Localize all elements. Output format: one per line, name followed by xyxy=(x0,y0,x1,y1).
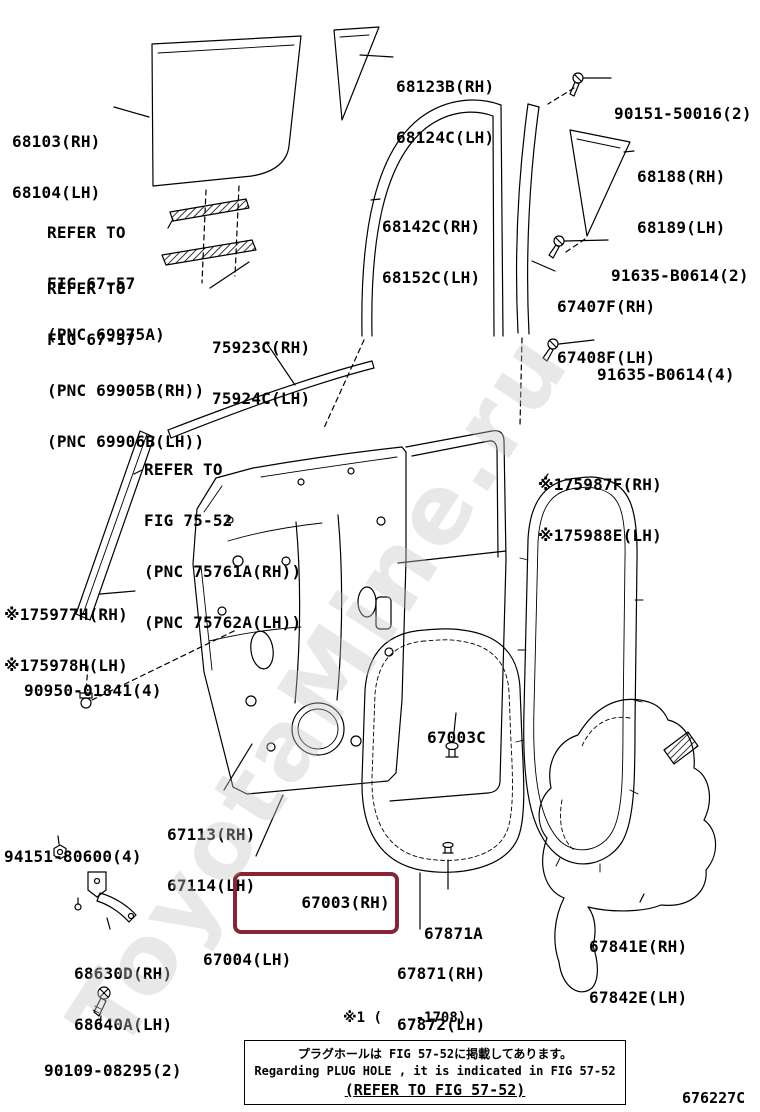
part-number: 67003(RH) xyxy=(301,893,390,912)
part-number: 67004(LH) xyxy=(203,950,292,969)
part-number: 91635-B0614(2) xyxy=(611,266,749,285)
refer-text: REFER TO xyxy=(47,223,126,242)
label-68630D-68640A: 68630D(RH) 68640A(LH) xyxy=(74,931,172,1067)
label-68103-68104: 68103(RH) 68104(LH) xyxy=(12,99,101,235)
opening-trim-75987-art xyxy=(515,473,644,873)
label-67841E-67842E: 67841E(RH) 67842E(LH) xyxy=(589,904,687,1040)
part-number: 68152C(LH) xyxy=(382,268,481,287)
label-67407F-67408F: 67407F(RH) 67408F(LH) xyxy=(557,264,655,400)
belt-molding-strips-art xyxy=(161,198,257,289)
part-number: 68640A(LH) xyxy=(74,1015,173,1034)
service-hole-cover-67841-art xyxy=(538,698,717,993)
part-number: 75923C(RH) xyxy=(212,338,311,357)
screw-90151-icon xyxy=(547,72,612,105)
label-68142C-68152C: 68142C(RH) 68152C(LH) xyxy=(382,184,480,320)
part-number: 68188(RH) xyxy=(637,167,726,186)
door-weatherstrip-67871-art xyxy=(361,628,525,930)
part-number: 68103(RH) xyxy=(12,132,101,151)
refer-text: FIG 67-57 xyxy=(47,274,136,293)
refer-text: FIG 75-52 xyxy=(144,511,233,530)
part-number: 67842E(LH) xyxy=(589,988,688,1007)
part-number: ※175987F(RH) xyxy=(538,475,662,494)
door-inner-panel-art xyxy=(192,446,407,857)
label-68188-68189: 68188(RH) 68189(LH) xyxy=(637,134,726,270)
glass-run-channel-art xyxy=(516,103,556,426)
label-67003-67004: 67003(RH) 67004(LH) xyxy=(203,855,399,1002)
part-number: ※175978H(LH) xyxy=(4,656,128,675)
part-number: 94151-80600(4) xyxy=(4,847,142,866)
door-frame-upper-art xyxy=(389,430,507,802)
refer-text: (PNC 75762A(LH)) xyxy=(144,613,302,632)
clip-67871a-icon xyxy=(442,841,454,890)
belt-molding-75923-art xyxy=(167,341,375,439)
applicability-footnote: ※1 ( -1708) xyxy=(343,1010,467,1026)
label-75987F-75988E: ※175987F(RH) ※175988E(LH) xyxy=(538,442,662,578)
refer-text: REFER TO xyxy=(144,460,223,479)
part-number: 67407F(RH) xyxy=(557,297,656,316)
glass-guide-dashes xyxy=(201,185,240,284)
part-number: 67872(LH) xyxy=(397,1015,486,1034)
refer-text: REFER TO xyxy=(47,279,126,298)
part-number: 67871A xyxy=(424,924,483,943)
screw-90109-icon xyxy=(92,986,111,1027)
part-number: 67841E(RH) xyxy=(589,937,688,956)
refer-text: (PNC 69906B(LH)) xyxy=(47,432,205,451)
part-number: 68189(LH) xyxy=(637,218,726,237)
part-number: 67408F(LH) xyxy=(557,348,656,367)
screw-91635x4-icon xyxy=(542,338,595,362)
part-number: 67114(LH) xyxy=(167,876,256,895)
part-number: 75924C(LH) xyxy=(212,389,311,408)
label-91635-B0614-2: 91635-B0614(2) xyxy=(611,233,749,318)
label-67113-67114: 67113(RH) 67114(LH) xyxy=(167,792,256,928)
label-refer-fig-67-57-a: REFER TO FIG 67-57 (PNC 69975A) xyxy=(47,190,165,377)
plug-90950-icon xyxy=(79,629,237,709)
part-highlight-box: 67003(RH) xyxy=(233,872,399,934)
side-molding-strip-art xyxy=(75,430,155,621)
label-75923C-75924C: 75923C(RH) 75924C(LH) xyxy=(212,305,310,441)
label-90109-08295: 90109-08295(2) xyxy=(44,1028,182,1112)
note-english: Regarding PLUG HOLE , it is indicated in… xyxy=(254,1064,616,1078)
label-90151-50016: 90151-50016(2) xyxy=(614,71,752,156)
label-75977H-75978H: ※175977H(RH) ※175978H(LH) xyxy=(4,572,128,708)
note-japanese: プラグホールは FIG 57-52に掲載してあります。 xyxy=(297,1047,573,1061)
part-number: 90109-08295(2) xyxy=(44,1061,182,1080)
label-67871-67872: 67871(RH) 67872(LH) xyxy=(397,931,486,1067)
part-number: 91635-B0614(4) xyxy=(597,365,735,384)
label-90950-01841: 90950-01841(4) xyxy=(24,648,162,733)
label-68123B-68124C: 68123B(RH) 68124C(LH) xyxy=(396,44,494,180)
plug-hole-note-box: プラグホールは FIG 57-52に掲載してあります。 Regarding PL… xyxy=(244,1040,626,1105)
part-number: 68142C(RH) xyxy=(382,217,481,236)
part-number: 90950-01841(4) xyxy=(24,681,162,700)
note-refer: (REFER TO FIG 57-52) xyxy=(344,1081,526,1099)
part-number: 67113(RH) xyxy=(167,825,256,844)
figure-code: 676227C xyxy=(682,1089,746,1107)
label-94151-80600: 94151-80600(4) xyxy=(4,814,142,899)
label-91635-B0614-4: 91635-B0614(4) xyxy=(597,332,735,417)
label-refer-fig-67-57-b: REFER TO FIG 67-57 (PNC 69905B(RH)) (PNC… xyxy=(47,246,204,484)
part-number: 90151-50016(2) xyxy=(614,104,752,123)
part-number: 67003C xyxy=(427,728,486,747)
door-glass-art xyxy=(113,35,302,187)
part-number: 68124C(LH) xyxy=(396,128,495,147)
refer-text: (PNC 69905B(RH)) xyxy=(47,381,205,400)
door-check-art xyxy=(74,871,137,930)
front-quarter-glass-art xyxy=(333,26,394,121)
refer-text: (PNC 75761A(RH)) xyxy=(144,562,302,581)
part-number: 68123B(RH) xyxy=(396,77,495,96)
part-number: ※175988E(LH) xyxy=(538,526,662,545)
label-67003C: 67003C xyxy=(427,695,486,780)
part-number: 67871(RH) xyxy=(397,964,486,983)
part-number: 68630D(RH) xyxy=(74,964,173,983)
window-frame-sash-art xyxy=(323,99,504,429)
label-refer-fig-75-52: REFER TO FIG 75-52 (PNC 75761A(RH)) (PNC… xyxy=(144,427,301,665)
refer-text: (PNC 69975A) xyxy=(47,325,165,344)
screw-91635x2-icon xyxy=(548,235,609,259)
clip-67003c-icon xyxy=(445,712,459,758)
label-67871A: 67871A xyxy=(424,891,483,976)
part-number: 68104(LH) xyxy=(12,183,101,202)
bolt-94151-icon xyxy=(53,835,67,860)
refer-text: FIG 67-57 xyxy=(47,330,136,349)
part-number: ※175977H(RH) xyxy=(4,605,128,624)
